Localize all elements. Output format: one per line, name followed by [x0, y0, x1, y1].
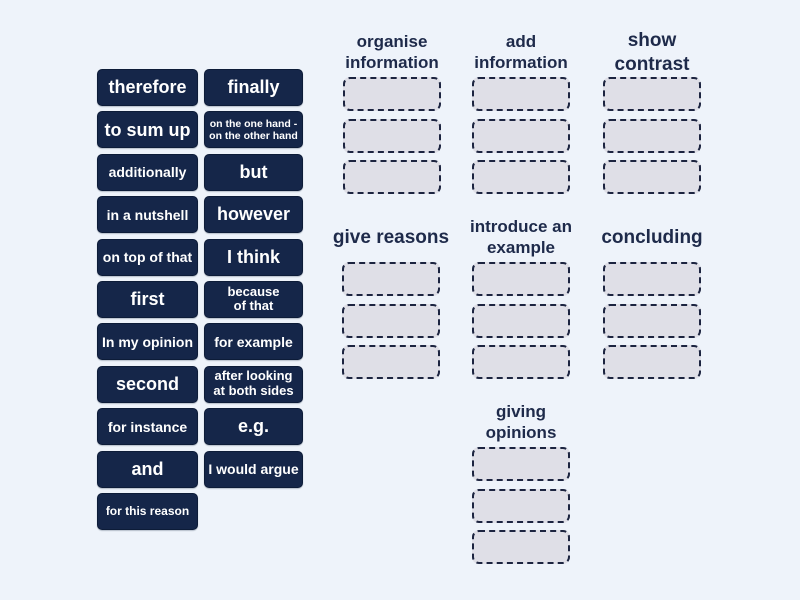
word-tile[interactable]: after looking at both sides	[204, 365, 303, 403]
word-tile[interactable]: I would argue	[204, 450, 303, 488]
word-tile[interactable]: for this reason	[97, 492, 198, 530]
word-tile[interactable]: In my opinion	[97, 323, 198, 361]
word-tile[interactable]: therefore	[97, 69, 198, 106]
drop-slot[interactable]	[472, 160, 570, 194]
word-tile[interactable]: in a nutshell	[97, 196, 198, 234]
word-tile[interactable]: but	[204, 153, 303, 191]
word-tile[interactable]: on top of that	[97, 238, 198, 276]
category-label: add information	[474, 31, 568, 72]
drop-slot[interactable]	[603, 118, 701, 153]
word-tile[interactable]: for example	[204, 323, 303, 361]
drop-slot[interactable]	[342, 262, 440, 296]
word-tile[interactable]: and	[97, 450, 198, 488]
drop-slot[interactable]	[472, 530, 570, 564]
category-introduce-an-example: introduce an example	[461, 213, 581, 387]
category-add-information: add information	[461, 28, 581, 202]
category-label: organise information	[345, 31, 439, 72]
category-organise-information: organise information	[332, 28, 452, 202]
drop-slot[interactable]	[472, 118, 570, 153]
word-tile[interactable]: on the one hand - on the other hand	[204, 111, 303, 149]
word-tile[interactable]: to sum up	[97, 111, 198, 149]
category-giving-opinions: giving opinions	[461, 398, 581, 572]
word-tile-tray: therefore finally to sum up on the one h…	[97, 69, 303, 530]
word-tile[interactable]: finally	[204, 69, 303, 106]
drop-slot[interactable]	[342, 303, 440, 338]
drop-slot[interactable]	[472, 447, 570, 481]
category-label: concluding	[601, 226, 703, 248]
word-tile[interactable]: first	[97, 280, 198, 318]
drop-slot[interactable]	[472, 345, 570, 379]
drop-slot[interactable]	[343, 77, 441, 111]
category-label: give reasons	[332, 226, 450, 248]
category-label: giving opinions	[485, 401, 557, 442]
drop-slot[interactable]	[603, 262, 701, 296]
category-concluding: concluding	[592, 213, 712, 387]
word-tile[interactable]: however	[204, 196, 303, 234]
drop-slot[interactable]	[472, 488, 570, 523]
drop-slot[interactable]	[603, 303, 701, 338]
category-label: show contrast	[614, 30, 690, 75]
drop-slot[interactable]	[603, 345, 701, 379]
drop-slot[interactable]	[472, 303, 570, 338]
word-tile[interactable]: for instance	[97, 408, 198, 446]
drop-slot[interactable]	[343, 160, 441, 194]
word-tile[interactable]: I think	[204, 238, 303, 276]
category-label: introduce an example	[469, 216, 572, 257]
category-show-contrast: show contrast	[592, 28, 712, 202]
drop-slot[interactable]	[603, 77, 701, 111]
word-tile[interactable]: because of that	[204, 280, 303, 318]
word-tile[interactable]: second	[97, 365, 198, 403]
drop-slot[interactable]	[343, 118, 441, 153]
drop-slot[interactable]	[472, 77, 570, 111]
drop-slot[interactable]	[342, 345, 440, 379]
word-tile[interactable]: e.g.	[204, 408, 303, 446]
category-give-reasons: give reasons	[331, 213, 451, 387]
drop-slot[interactable]	[472, 262, 570, 296]
word-tile[interactable]: additionally	[97, 153, 198, 191]
drop-slot[interactable]	[603, 160, 701, 194]
